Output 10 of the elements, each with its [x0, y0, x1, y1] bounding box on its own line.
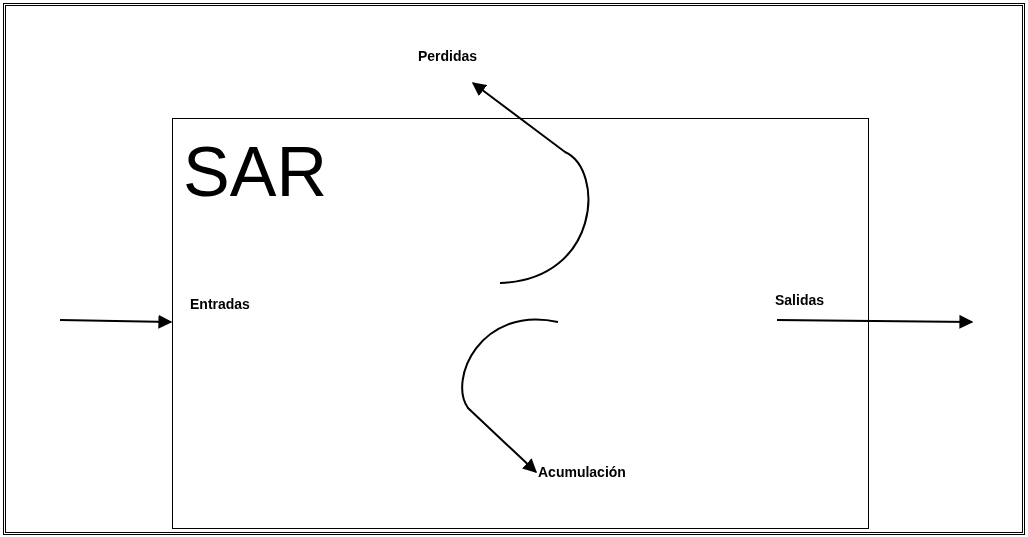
system-title: SAR: [183, 137, 327, 207]
curved-arrow: [461, 318, 559, 473]
output-arrow: [776, 314, 974, 329]
system-box: [172, 118, 869, 529]
edge-label: Salidas: [775, 292, 825, 308]
edge-label: Entradas: [190, 296, 250, 312]
output-label: Perdidas: [418, 48, 478, 65]
input-arrow: [59, 314, 173, 329]
curved-arrow: [471, 82, 590, 284]
accumulation-label: Acumulación: [538, 464, 626, 481]
